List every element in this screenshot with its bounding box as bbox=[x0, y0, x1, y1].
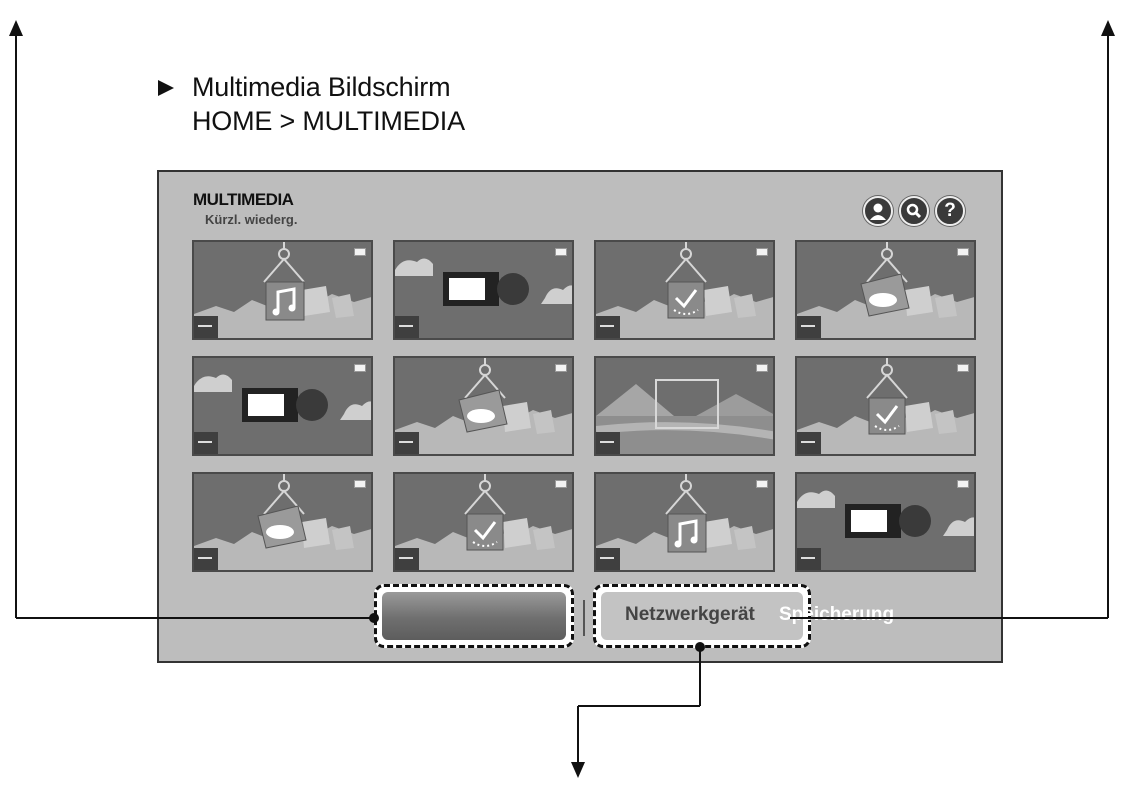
video-thumbnail-icon bbox=[797, 490, 974, 538]
tile-source-icon bbox=[395, 548, 419, 570]
triangle-bullet-icon bbox=[158, 80, 174, 96]
tile-source-icon bbox=[596, 432, 620, 454]
heading-path: HOME > MULTIMEDIA bbox=[192, 106, 465, 136]
storage-label[interactable]: Speicherung bbox=[779, 604, 895, 625]
tile-source-icon bbox=[194, 432, 218, 454]
search-icon[interactable] bbox=[899, 196, 929, 226]
media-tile-video[interactable] bbox=[192, 356, 373, 456]
media-tile-music[interactable] bbox=[192, 240, 373, 340]
tile-source-icon bbox=[596, 316, 620, 338]
tile-badge-icon bbox=[756, 248, 768, 256]
media-tile-game[interactable] bbox=[795, 240, 976, 340]
button-divider bbox=[583, 600, 585, 636]
tile-source-icon bbox=[395, 432, 419, 454]
media-tile-video[interactable] bbox=[795, 472, 976, 572]
callout-bottom bbox=[571, 642, 705, 778]
tile-badge-icon bbox=[354, 364, 366, 372]
media-tile-game[interactable] bbox=[192, 472, 373, 572]
heading-title: Multimedia Bildschirm bbox=[192, 72, 451, 102]
recently-played-label: Kürzl. wiederg. bbox=[205, 212, 298, 227]
focused-media-button[interactable] bbox=[382, 592, 566, 640]
tile-badge-icon bbox=[354, 248, 366, 256]
tile-badge-icon bbox=[957, 248, 969, 256]
media-tile-photo[interactable] bbox=[795, 356, 976, 456]
photo-thumbnail-icon bbox=[596, 242, 773, 338]
media-tile-video[interactable] bbox=[393, 240, 574, 340]
tile-badge-icon bbox=[354, 480, 366, 488]
media-tile-game[interactable] bbox=[393, 356, 574, 456]
tile-badge-icon bbox=[957, 480, 969, 488]
game-thumbnail-icon bbox=[797, 242, 974, 338]
tile-badge-icon bbox=[756, 364, 768, 372]
focused-button-frame bbox=[374, 584, 574, 648]
tile-source-icon bbox=[194, 316, 218, 338]
callout-left bbox=[9, 20, 379, 623]
user-profile-icon[interactable] bbox=[863, 196, 893, 226]
tile-badge-icon bbox=[555, 480, 567, 488]
media-tile-landscape[interactable] bbox=[594, 356, 775, 456]
network-device-label: Netzwerkgerät bbox=[625, 604, 755, 625]
photo-thumbnail-icon bbox=[395, 474, 572, 570]
callout-right bbox=[790, 20, 1115, 619]
photo-thumbnail-icon bbox=[797, 358, 974, 454]
media-tile-photo[interactable] bbox=[594, 240, 775, 340]
music-thumbnail-icon bbox=[596, 474, 773, 570]
landscape-thumbnail-icon bbox=[596, 379, 773, 454]
media-tile-photo[interactable] bbox=[393, 472, 574, 572]
music-thumbnail-icon bbox=[194, 242, 371, 338]
multimedia-screen: MULTIMEDIA Kürzl. wiederg. ? Netzwerkger… bbox=[157, 170, 1003, 663]
video-thumbnail-icon bbox=[395, 258, 572, 306]
tile-badge-icon bbox=[555, 364, 567, 372]
media-tile-music[interactable] bbox=[594, 472, 775, 572]
game-thumbnail-icon bbox=[194, 474, 371, 570]
tile-source-icon bbox=[797, 316, 821, 338]
tile-source-icon bbox=[194, 548, 218, 570]
tile-badge-icon bbox=[555, 248, 567, 256]
tile-source-icon bbox=[797, 432, 821, 454]
network-device-button-frame bbox=[593, 584, 811, 648]
screen-title: MULTIMEDIA bbox=[193, 190, 294, 209]
tile-badge-icon bbox=[957, 364, 969, 372]
video-thumbnail-icon bbox=[194, 374, 371, 422]
network-device-button[interactable] bbox=[601, 592, 803, 640]
help-icon[interactable]: ? bbox=[935, 196, 965, 226]
help-glyph: ? bbox=[944, 200, 956, 221]
game-thumbnail-icon bbox=[395, 358, 572, 454]
tile-source-icon bbox=[797, 548, 821, 570]
tile-badge-icon bbox=[756, 480, 768, 488]
tile-source-icon bbox=[596, 548, 620, 570]
recent-media-grid bbox=[192, 240, 976, 572]
top-icons: ? bbox=[863, 196, 965, 226]
tile-source-icon bbox=[395, 316, 419, 338]
